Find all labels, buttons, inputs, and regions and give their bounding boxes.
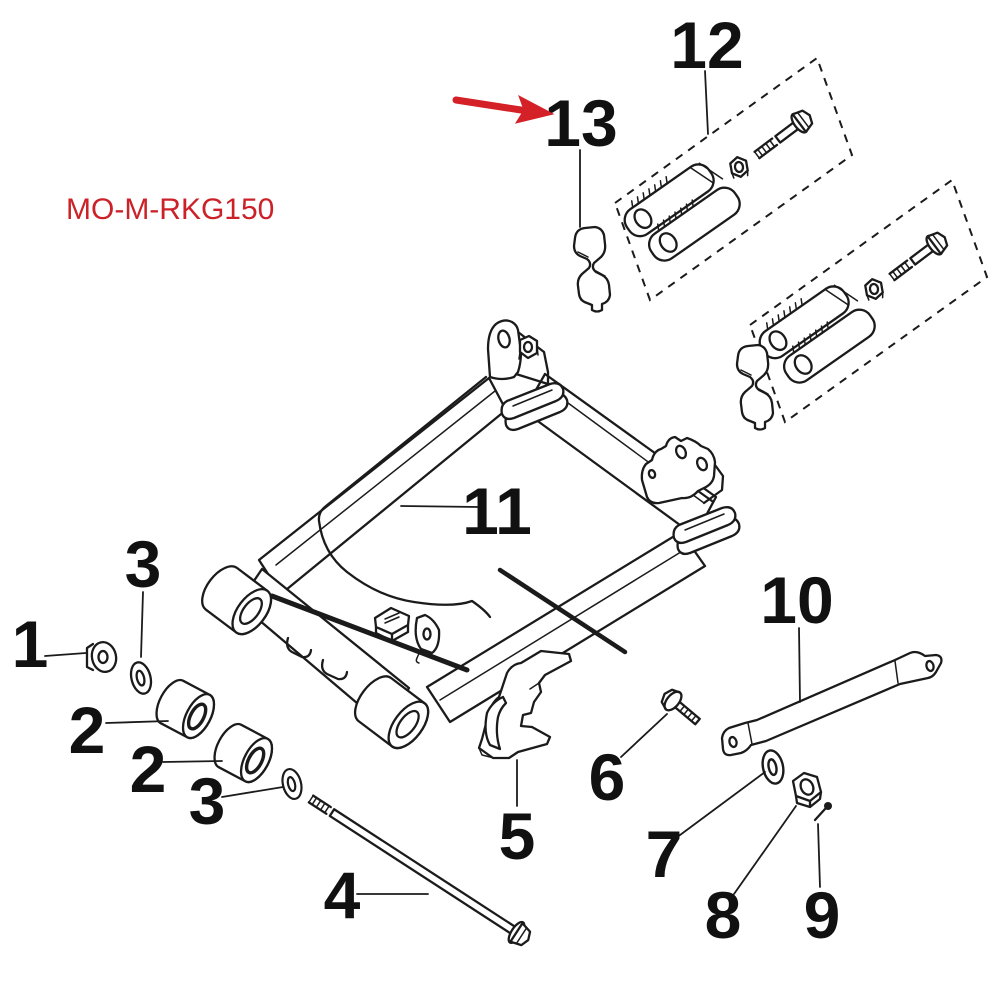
callout-12: 12 xyxy=(670,8,743,82)
callout-2-lower: 2 xyxy=(130,732,167,806)
washer-part-7 xyxy=(758,747,788,787)
callout-8: 8 xyxy=(705,878,742,952)
pivot-tube-right xyxy=(353,675,430,750)
callout-10: 10 xyxy=(760,563,833,637)
callout-1: 1 xyxy=(12,607,49,681)
callout-13: 13 xyxy=(544,86,617,160)
callout-6: 6 xyxy=(589,740,626,814)
red-arrow-icon xyxy=(452,94,555,124)
callout-11: 11 xyxy=(462,474,532,548)
brake-bracket xyxy=(640,435,725,505)
torque-arm-part-10 xyxy=(720,650,943,757)
pivot-tube-left xyxy=(201,565,273,636)
bolt-part-6 xyxy=(660,688,701,726)
flange-nut-part-1 xyxy=(85,640,118,674)
swingarm-part-11 xyxy=(201,319,741,750)
callout-3-lower: 3 xyxy=(189,764,226,838)
retainer-clip-part-13 xyxy=(572,225,612,313)
callout-2-upper: 2 xyxy=(69,693,106,767)
cotter-pin-part-9 xyxy=(813,802,832,822)
chain-adjuster-kit-upper xyxy=(615,58,852,300)
callout-numbers: 1 3 2 2 3 4 5 6 7 8 9 10 11 12 13 xyxy=(12,8,841,952)
washer-part-3-lower xyxy=(278,765,306,803)
chain-adjuster-kit-lower xyxy=(750,180,987,422)
pivot-bolt-part-4 xyxy=(307,794,532,947)
inner-cutout xyxy=(317,375,492,619)
tab-bolt-head xyxy=(518,334,539,360)
slotted-tab xyxy=(373,606,411,643)
leader-lines xyxy=(44,70,821,895)
gusset-hole-tab xyxy=(414,613,441,664)
callout-3-upper: 3 xyxy=(125,527,162,601)
callout-7: 7 xyxy=(646,817,683,891)
weld-lugs xyxy=(285,636,349,681)
shock-mount-tab xyxy=(486,319,550,386)
callout-5: 5 xyxy=(499,799,536,873)
diagram-code: MO-M-RKG150 xyxy=(66,193,274,226)
chain-guide-part-5 xyxy=(477,649,573,760)
callout-4: 4 xyxy=(324,858,361,932)
hex-nut-part-8 xyxy=(791,771,823,809)
callout-9: 9 xyxy=(804,878,841,952)
washer-part-3-upper xyxy=(126,659,156,697)
retainer-clip-copy xyxy=(735,343,775,431)
